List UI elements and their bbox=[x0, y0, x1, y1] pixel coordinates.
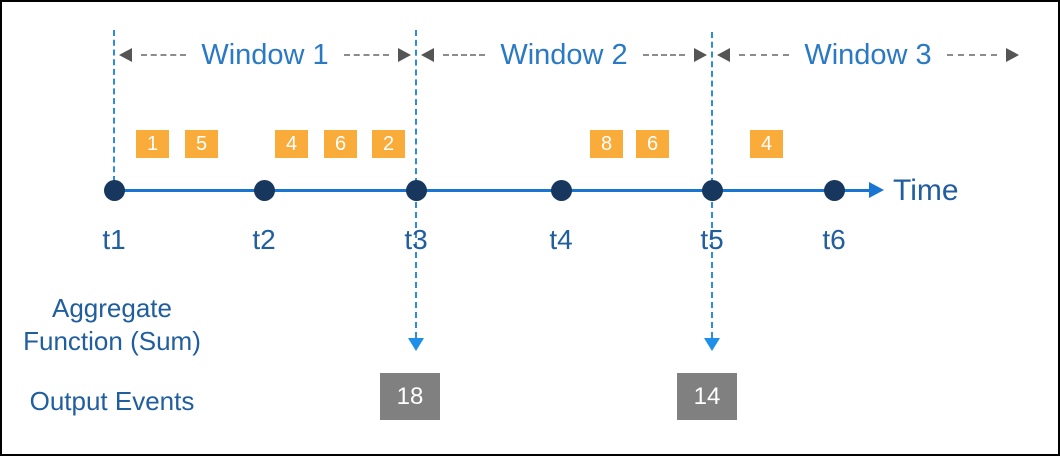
tick-label-t1: t1 bbox=[102, 224, 126, 255]
arrowhead-left-icon bbox=[717, 48, 730, 62]
time-axis-label: Time bbox=[893, 174, 959, 207]
tick-label-t3: t3 bbox=[404, 224, 428, 255]
window-boundary-line-t3 bbox=[415, 30, 417, 184]
timeline-dot-t2 bbox=[254, 180, 275, 201]
tick-label-t6: t6 bbox=[822, 224, 846, 255]
timeline-dot-t3 bbox=[406, 180, 427, 201]
aggregate-function-label-line1: Aggregate bbox=[52, 293, 172, 323]
timeline-dot-t5 bbox=[702, 180, 723, 201]
window-span-1: Window 1 bbox=[119, 38, 412, 71]
window-label: Window 1 bbox=[201, 38, 329, 71]
arrowhead-left-icon bbox=[119, 48, 132, 62]
dashed-line bbox=[343, 54, 390, 56]
arrowhead-right-icon bbox=[398, 48, 412, 62]
output-event-box: 14 bbox=[677, 373, 737, 420]
event-box: 4 bbox=[750, 130, 783, 158]
window-label: Window 2 bbox=[500, 38, 628, 71]
event-box: 2 bbox=[372, 130, 405, 158]
timeline-arrowhead-icon bbox=[869, 182, 884, 198]
arrowhead-right-icon bbox=[1006, 48, 1020, 62]
down-arrowhead-icon bbox=[408, 338, 424, 351]
output-trigger-line-t3 bbox=[415, 202, 417, 338]
window-label: Window 3 bbox=[804, 38, 932, 71]
event-box: 1 bbox=[136, 130, 169, 158]
tick-label-t5: t5 bbox=[700, 224, 724, 255]
dashed-line bbox=[642, 54, 686, 56]
aggregate-function-label-line2: Function (Sum) bbox=[23, 326, 201, 356]
event-box: 6 bbox=[324, 130, 357, 158]
output-events-label: Output Events bbox=[29, 386, 195, 416]
dashed-line bbox=[443, 54, 486, 56]
window-boundary-line-t5 bbox=[711, 32, 713, 184]
timeline-dot-t1 bbox=[104, 180, 125, 201]
event-box: 4 bbox=[275, 130, 308, 158]
tick-label-t2: t2 bbox=[252, 224, 276, 255]
aggregate-function-label: Aggregate Function (Sum) bbox=[17, 292, 207, 358]
timeline-axis bbox=[114, 189, 869, 192]
arrowhead-left-icon bbox=[421, 48, 434, 62]
down-arrowhead-icon bbox=[704, 338, 720, 351]
timeline-dot-t6 bbox=[824, 180, 845, 201]
dashed-line bbox=[141, 54, 187, 56]
dashed-line bbox=[739, 54, 790, 56]
event-box: 6 bbox=[636, 130, 669, 158]
output-trigger-line-t5 bbox=[711, 202, 713, 338]
dashed-line bbox=[946, 54, 998, 56]
output-event-box: 18 bbox=[380, 373, 440, 420]
event-box: 8 bbox=[590, 130, 623, 158]
tick-label-t4: t4 bbox=[549, 224, 573, 255]
window-span-3: Window 3 bbox=[717, 38, 1020, 71]
arrowhead-right-icon bbox=[694, 48, 708, 62]
event-box: 5 bbox=[185, 130, 218, 158]
window-span-2: Window 2 bbox=[421, 38, 708, 71]
timeline-dot-t4 bbox=[551, 180, 572, 201]
window-boundary-line-t1 bbox=[113, 30, 115, 182]
